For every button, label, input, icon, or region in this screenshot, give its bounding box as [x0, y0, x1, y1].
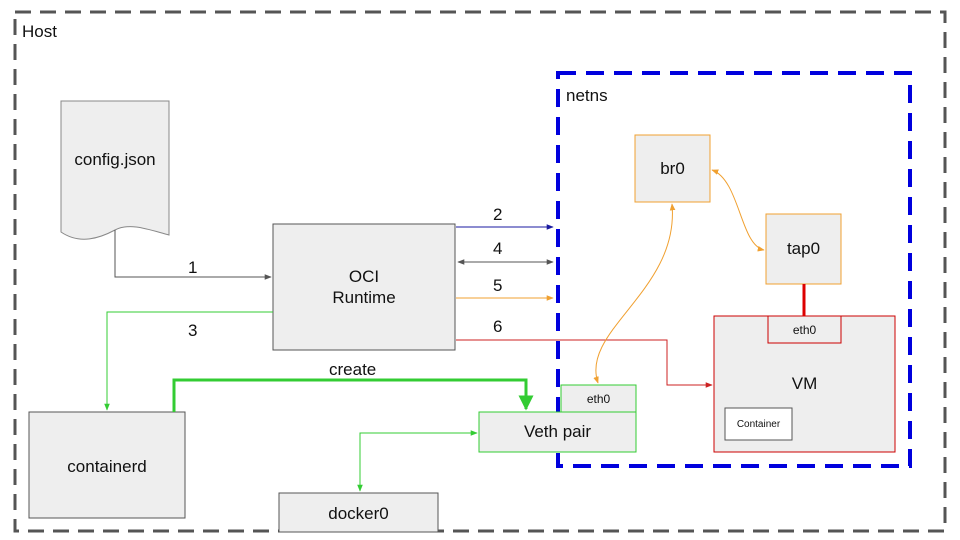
host-label: Host	[22, 22, 57, 41]
veth-pair-box	[478, 411, 637, 453]
containerd-label: containerd	[67, 457, 147, 476]
containerd-box	[28, 411, 186, 519]
veth-eth0-label: eth0	[586, 391, 611, 406]
arrow-3-label: 3	[188, 321, 198, 340]
docker0-box	[278, 492, 439, 533]
arrow-2-label: 2	[493, 205, 503, 224]
arrow-6-label: 6	[493, 317, 503, 336]
config-json-label: config.json	[74, 150, 156, 169]
tap0-label: tap0	[786, 239, 821, 258]
arrow-1	[114, 230, 272, 280]
tap0-box	[765, 213, 842, 285]
arrow-1-label: 1	[188, 258, 198, 277]
docker0-label: docker0	[328, 504, 389, 523]
config-json-document	[60, 100, 170, 240]
br0-veth-link	[593, 203, 676, 384]
arrow-3	[104, 311, 273, 411]
vm-eth0-label: eth0	[792, 322, 817, 337]
vm-label: VM	[791, 374, 818, 393]
container-label: Container	[736, 418, 781, 430]
veth-docker0-link	[357, 430, 478, 492]
arrow-4-label: 4	[493, 239, 503, 258]
arrow-create	[172, 378, 534, 412]
br0-tap0-link	[711, 169, 765, 252]
oci-runtime-label: OCI Runtime	[273, 262, 455, 312]
netns-label: netns	[566, 86, 608, 105]
host-frame	[13, 10, 947, 533]
br0-box	[634, 134, 711, 203]
create-label: create	[329, 360, 377, 379]
container-box	[724, 407, 793, 441]
vm-eth0-box	[767, 315, 842, 344]
netns-frame	[556, 71, 912, 468]
oci-runtime-line1: OCI	[348, 267, 380, 286]
veth-pair-label: Veth pair	[523, 422, 592, 441]
br0-label: br0	[660, 159, 685, 178]
oci-runtime-line2: Runtime	[332, 288, 396, 307]
veth-eth0-box	[560, 384, 637, 413]
arrow-6	[456, 339, 713, 388]
arrow-5-label: 5	[493, 276, 503, 295]
oci-runtime-box	[272, 223, 456, 351]
